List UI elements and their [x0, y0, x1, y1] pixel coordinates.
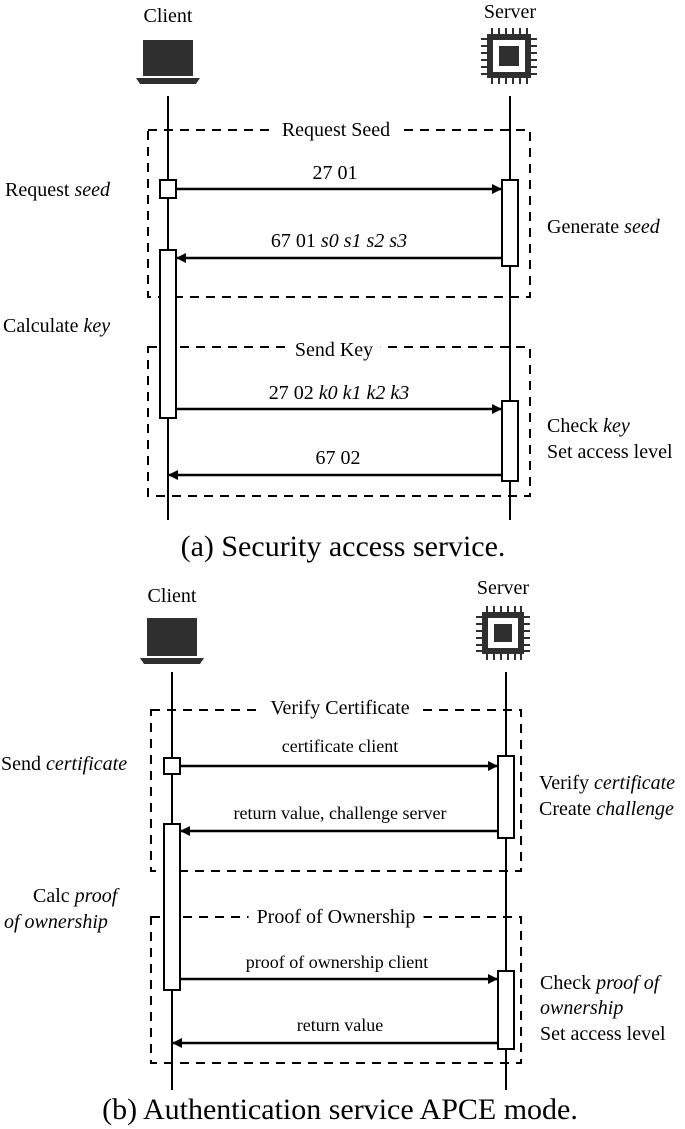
- message-label: 67 02: [315, 447, 361, 469]
- server-note: ownership: [540, 997, 624, 1019]
- caption-b: (b) Authentication service APCE mode.: [102, 1093, 578, 1126]
- client-label: Client: [147, 585, 197, 607]
- message-label: 27 01: [312, 162, 358, 184]
- message-label: proof of ownership client: [245, 952, 429, 972]
- client-note: Request seed: [5, 179, 110, 201]
- message-label: certificate client: [281, 736, 399, 756]
- frame-title-proof-of-ownership: Proof of Ownership: [248, 907, 424, 927]
- server-activation-2: [497, 970, 515, 1050]
- frame-proof-of-ownership: [150, 916, 522, 1064]
- server-note: Generate seed: [547, 216, 660, 238]
- server-note: Check key: [547, 415, 630, 437]
- chip-icon: [476, 606, 530, 660]
- message-label: return value: [296, 1015, 384, 1035]
- server-activation-2: [501, 400, 519, 482]
- server-note: Verify certificate: [539, 772, 676, 794]
- message-label: 67 01 s0 s1 s2 s3: [270, 230, 408, 252]
- frame-title-send-key: Send Key: [286, 340, 382, 360]
- frame-title-verify-certificate: Verify Certificate: [262, 698, 418, 718]
- client-activation-long: [163, 823, 181, 991]
- frame-title-request-seed: Request Seed: [273, 120, 399, 140]
- client-activation-long: [159, 249, 177, 419]
- laptop-icon: [140, 618, 204, 664]
- client-activation-small: [163, 757, 181, 775]
- server-label: Server: [476, 577, 530, 599]
- frame-verify-certificate: [150, 709, 522, 872]
- caption-a: (a) Security access service.: [180, 530, 506, 563]
- frame-request-seed: [147, 129, 531, 298]
- server-note: Create challenge: [539, 798, 674, 820]
- client-label: Client: [143, 5, 193, 27]
- client-activation-small: [159, 179, 177, 199]
- client-note: of ownership: [4, 911, 108, 933]
- server-note: Set access level: [547, 441, 673, 463]
- server-note: Set access level: [540, 1023, 666, 1045]
- chip-icon: [481, 28, 537, 84]
- message-label: 27 02 k0 k1 k2 k3: [268, 382, 410, 404]
- laptop-icon: [136, 40, 200, 84]
- message-label: return value, challenge server: [233, 803, 447, 823]
- server-activation-1: [497, 755, 515, 839]
- server-label: Server: [483, 1, 537, 23]
- client-note: Calculate key: [3, 315, 111, 337]
- client-note: Send certificate: [1, 753, 128, 775]
- frame-send-key: [147, 346, 531, 497]
- client-note: Calc proof: [33, 885, 118, 907]
- server-activation-1: [501, 179, 519, 267]
- server-note: Check proof of: [540, 972, 660, 994]
